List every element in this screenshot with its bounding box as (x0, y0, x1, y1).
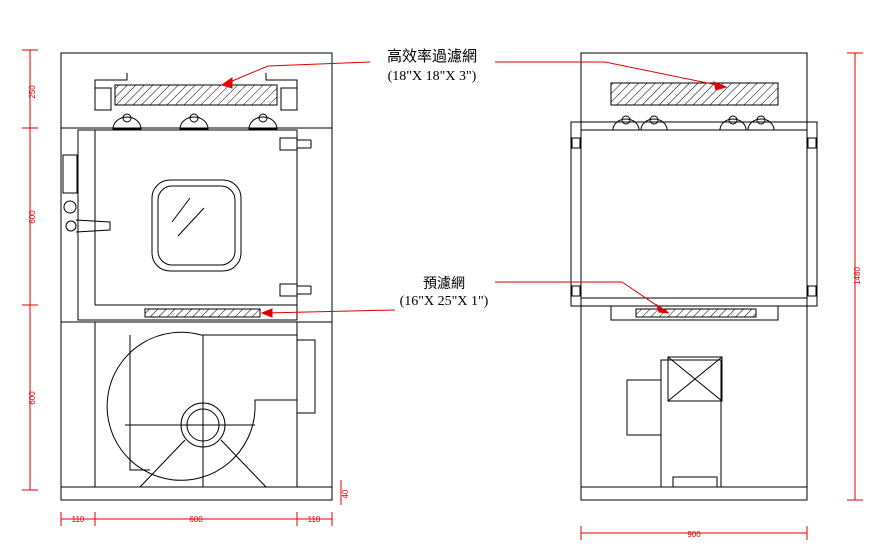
leader-lines (220, 61, 728, 318)
dim-bottom-left: 110 (72, 515, 85, 524)
dim-left-top: 250 (28, 85, 37, 99)
side-bolts (571, 137, 817, 297)
hepa-filter-size: (18"X 18"X 3") (388, 69, 477, 84)
dim-bottom-center: 600 (189, 515, 203, 524)
lamps-side (612, 115, 775, 131)
dim-right-total: 1480 (853, 267, 862, 285)
dim-left-middle: 600 (28, 210, 37, 224)
pre-filter-front (144, 308, 261, 318)
door (77, 129, 298, 321)
dim-bottom-small: 40 (341, 489, 350, 498)
hepa-filter-housing (94, 73, 298, 111)
front-outer-frame (60, 52, 333, 501)
hepa-filter-side (610, 82, 779, 106)
pre-filter-size: (16"X 25"X 1") (400, 294, 489, 309)
dim-left-bottom: 600 (28, 391, 37, 405)
pre-filter-side (635, 308, 757, 318)
dim-right-width: 900 (687, 530, 701, 539)
side-motor (626, 356, 723, 488)
pre-filter-label: 預濾網 (423, 276, 465, 292)
hinges (279, 137, 312, 297)
door-window (151, 179, 242, 272)
dimension-lines (22, 49, 863, 540)
front-view (60, 52, 333, 501)
blower-fan (106, 331, 316, 488)
door-handle (62, 154, 111, 233)
dim-bottom-right: 110 (308, 515, 321, 524)
hepa-filter-front (114, 84, 278, 106)
side-view (570, 52, 818, 501)
hepa-filter-label: 高效率過濾網 (387, 48, 477, 65)
side-outer-frame (580, 52, 808, 501)
lamps-front (112, 113, 278, 130)
